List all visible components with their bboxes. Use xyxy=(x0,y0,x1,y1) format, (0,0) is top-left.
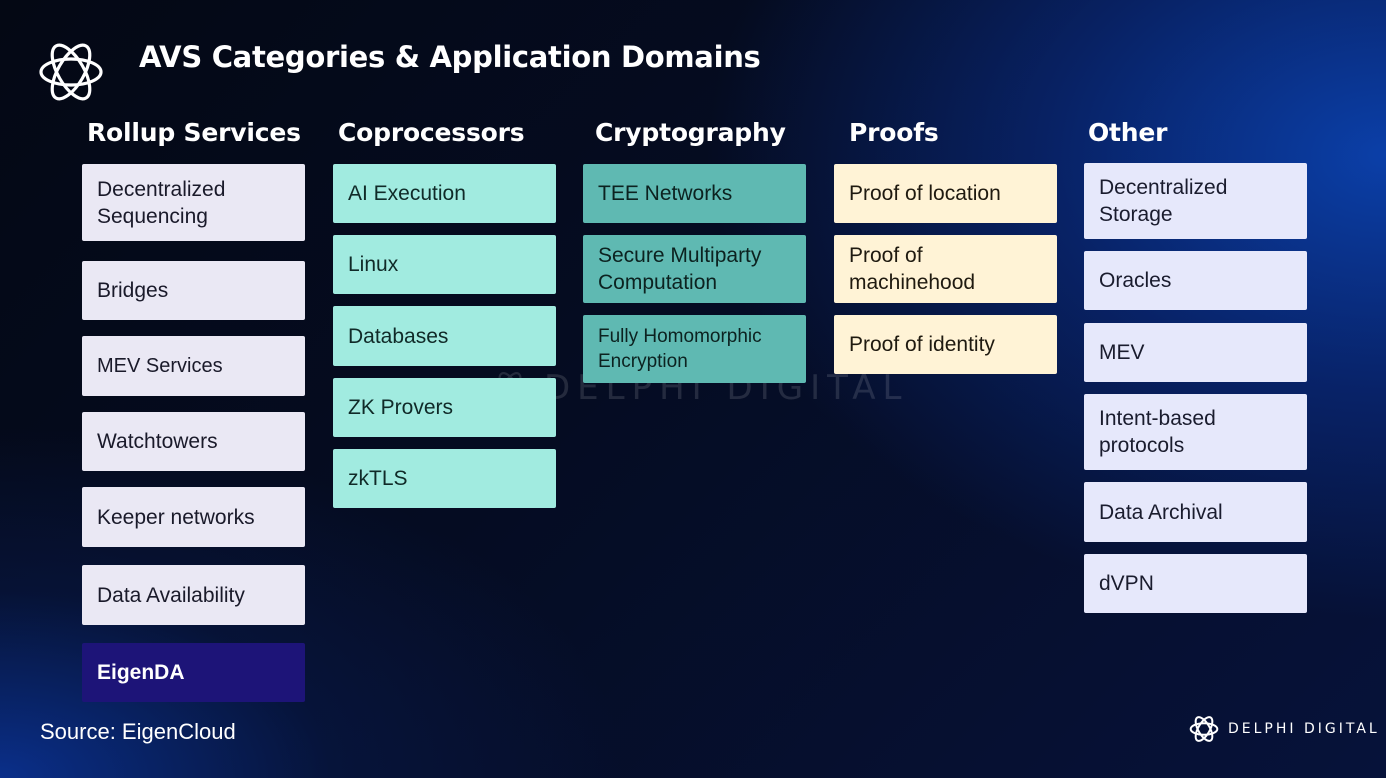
category-card: ZK Provers xyxy=(333,378,556,437)
brand-mark: DELPHI DIGITAL xyxy=(1188,713,1380,745)
category-card: zkTLS xyxy=(333,449,556,508)
delphi-flower-icon xyxy=(39,43,103,101)
category-card: Keeper networks xyxy=(82,487,305,547)
category-card: Decentralized Storage xyxy=(1084,163,1307,239)
delphi-flower-icon xyxy=(1189,716,1219,742)
category-card: MEV Services xyxy=(82,336,305,396)
column-header-proofs: Proofs xyxy=(849,118,939,147)
category-card: dVPN xyxy=(1084,554,1307,613)
column-header-coprocessors: Coprocessors xyxy=(338,118,525,147)
column-header-rollup-services: Rollup Services xyxy=(87,118,301,147)
category-card: Proof of identity xyxy=(834,315,1057,374)
category-card: TEE Networks xyxy=(583,164,806,223)
source-caption: Source: EigenCloud xyxy=(40,719,236,744)
category-card: Bridges xyxy=(82,261,305,320)
category-card: Decentralized Sequencing xyxy=(82,164,305,241)
brand-name: DELPHI DIGITAL xyxy=(1228,721,1380,737)
eigenda-card: EigenDA xyxy=(82,643,305,702)
category-card: Data Archival xyxy=(1084,482,1307,542)
page-title: AVS Categories & Application Domains xyxy=(139,40,761,74)
category-card: Oracles xyxy=(1084,251,1307,310)
category-card: MEV xyxy=(1084,323,1307,382)
category-card: AI Execution xyxy=(333,164,556,223)
category-card: Linux xyxy=(333,235,556,294)
category-card: Watchtowers xyxy=(82,412,305,471)
category-card: Proof of machinehood xyxy=(834,235,1057,303)
column-header-other: Other xyxy=(1088,118,1168,147)
category-card: Data Availability xyxy=(82,565,305,625)
category-card: Secure Multiparty Computation xyxy=(583,235,806,303)
category-card: Fully Homomorphic Encryption xyxy=(583,315,806,383)
column-header-cryptography: Cryptography xyxy=(595,118,786,147)
category-card: Intent-based protocols xyxy=(1084,394,1307,470)
category-card: Proof of location xyxy=(834,164,1057,223)
category-card: Databases xyxy=(333,306,556,366)
